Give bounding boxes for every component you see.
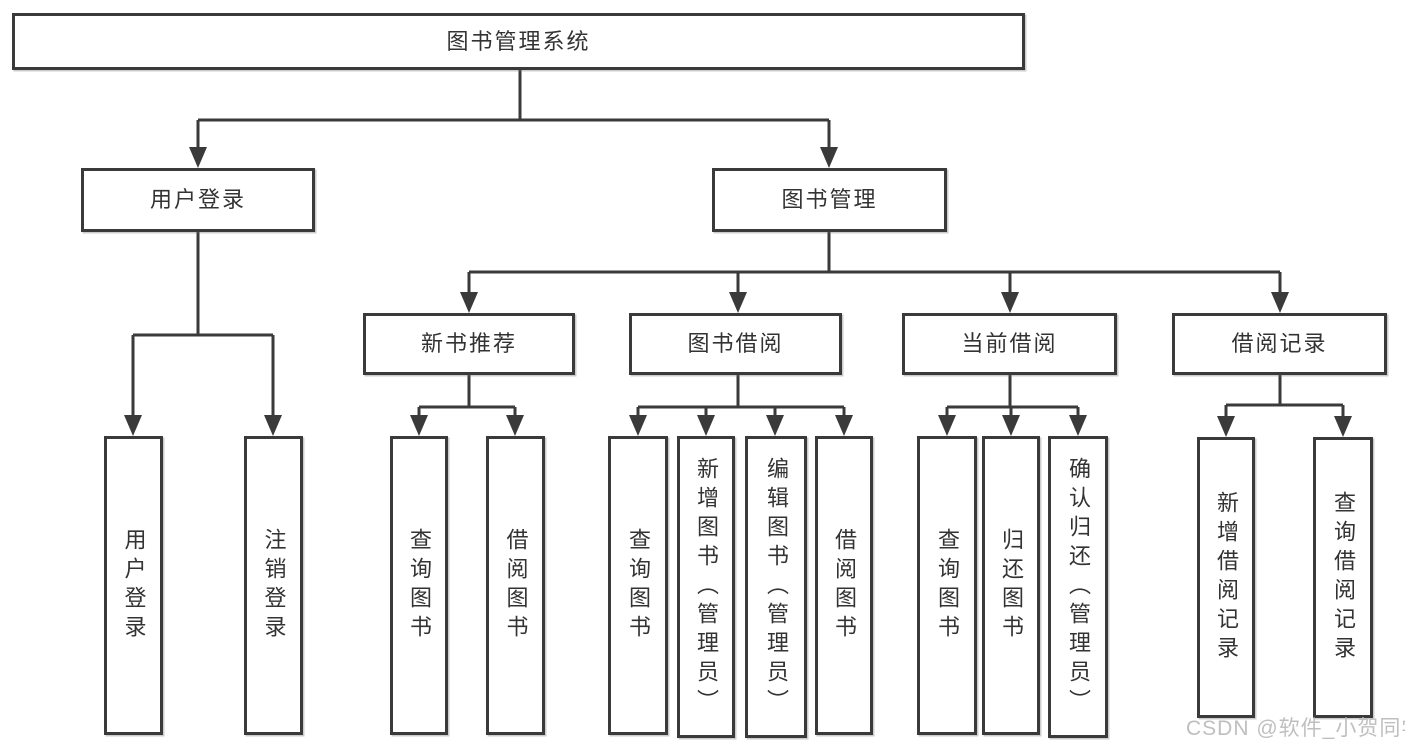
arrow-down-icon — [1271, 292, 1289, 313]
leaf-query-books-current: 查询图书 — [917, 436, 977, 735]
arrow-down-icon — [460, 292, 478, 313]
leaf-query-borrow-record: 查询借阅记录 — [1313, 437, 1373, 718]
leaf-label: 查询图书 — [407, 527, 432, 644]
node-borrow-records: 借阅记录 — [1172, 313, 1387, 375]
arrow-down-icon — [1002, 415, 1020, 436]
leaf-add-borrow-record: 新增借阅记录 — [1197, 437, 1255, 718]
node-book-borrowing: 图书借阅 — [629, 313, 842, 375]
arrow-down-icon — [835, 415, 853, 436]
leaf-label: 确认归还（管理员） — [1066, 456, 1091, 718]
arrow-down-icon — [629, 415, 647, 436]
node-book-management: 图书管理 — [712, 168, 947, 232]
arrow-down-icon — [189, 147, 207, 168]
leaf-logout: 注销登录 — [244, 436, 303, 735]
arrowhead-icons — [124, 147, 1352, 437]
leaf-label: 新增借阅记录 — [1214, 490, 1239, 665]
node-new-book-recommend: 新书推荐 — [363, 313, 575, 375]
leaf-label: 借阅图书 — [832, 527, 857, 644]
leaf-borrow-books-borrowing: 借阅图书 — [815, 436, 873, 735]
leaf-label: 归还图书 — [999, 527, 1024, 644]
leaf-edit-books-admin: 编辑图书（管理员） — [745, 436, 807, 738]
node-label: 图书管理 — [781, 187, 878, 212]
leaf-user-login: 用户登录 — [104, 436, 163, 735]
node-label: 图书借阅 — [687, 331, 784, 356]
node-label: 当前借阅 — [961, 331, 1058, 356]
arrow-down-icon — [820, 147, 838, 168]
arrow-down-icon — [766, 415, 784, 436]
node-library-system: 图书管理系统 — [12, 13, 1025, 70]
leaf-label: 注销登录 — [261, 527, 287, 644]
node-label: 新书推荐 — [420, 331, 517, 356]
node-user-login: 用户登录 — [81, 168, 315, 232]
arrow-down-icon — [1217, 416, 1235, 437]
arrow-down-icon — [1069, 415, 1087, 436]
node-label: 借阅记录 — [1231, 331, 1328, 356]
connector-edges — [131, 70, 1345, 417]
leaf-label: 查询借阅记录 — [1331, 490, 1356, 665]
node-current-borrowing: 当前借阅 — [902, 313, 1117, 375]
leaf-label: 用户登录 — [121, 527, 147, 644]
leaf-query-books-recommend: 查询图书 — [390, 436, 448, 735]
leaf-label: 查询图书 — [935, 527, 960, 644]
leaf-label: 查询图书 — [626, 527, 651, 644]
arrow-down-icon — [1334, 416, 1352, 437]
node-label: 图书管理系统 — [446, 28, 591, 54]
leaf-confirm-return-admin: 确认归还（管理员） — [1048, 436, 1108, 738]
csdn-watermark: CSDN @软件_小贺同学 — [1186, 717, 1405, 740]
arrow-down-icon — [729, 292, 747, 313]
leaf-return-books: 归还图书 — [982, 436, 1040, 735]
leaf-label: 借阅图书 — [503, 527, 529, 644]
arrow-down-icon — [124, 415, 142, 436]
node-label: 用户登录 — [149, 187, 246, 212]
leaf-borrow-books-recommend: 借阅图书 — [486, 436, 545, 735]
leaf-label: 编辑图书（管理员） — [764, 456, 789, 718]
leaf-label: 新增图书（管理员） — [694, 456, 719, 718]
arrow-down-icon — [1001, 292, 1019, 313]
arrow-down-icon — [264, 415, 282, 436]
arrow-down-icon — [506, 415, 524, 436]
leaf-query-books-borrowing: 查询图书 — [608, 436, 668, 735]
arrow-down-icon — [410, 415, 428, 436]
arrow-down-icon — [697, 415, 715, 436]
arrow-down-icon — [938, 415, 956, 436]
leaf-add-books-admin: 新增图书（管理员） — [677, 436, 735, 738]
